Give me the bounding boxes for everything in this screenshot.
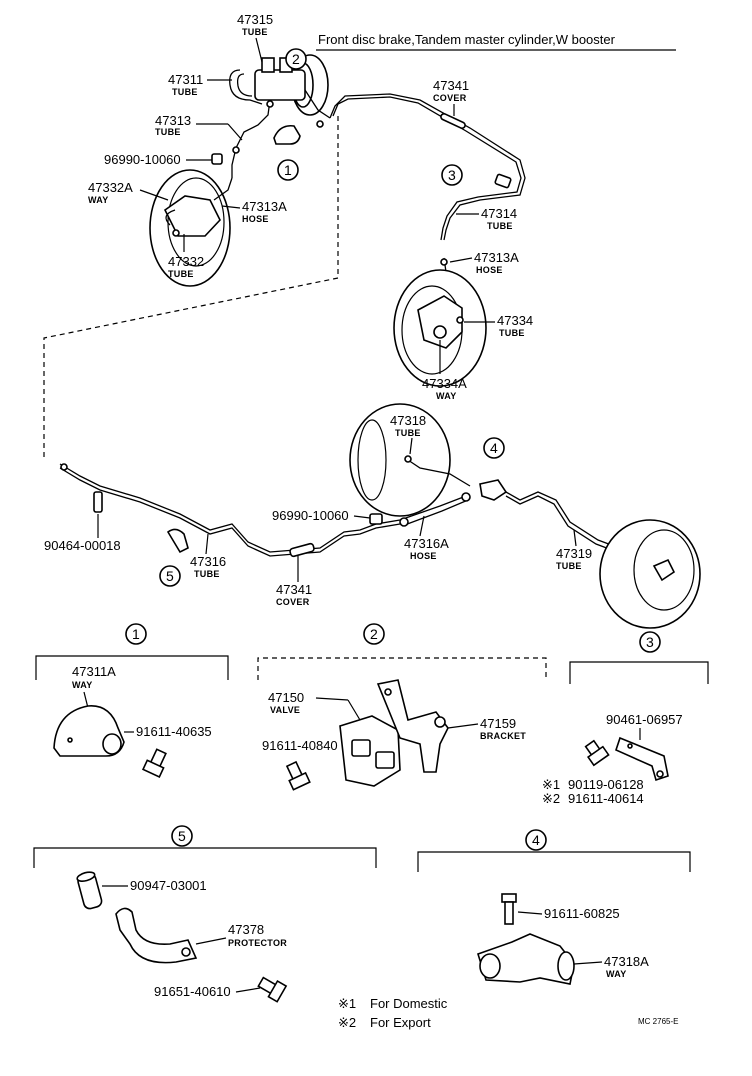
- header: Front disc brake,Tandem master cylinder,…: [316, 32, 676, 51]
- label-96990-10060-top: 96990-10060: [104, 152, 181, 167]
- label-47378: 47378: [228, 922, 264, 937]
- bracket-small-top: [494, 173, 512, 189]
- label-47341-lower: 47341: [276, 582, 312, 597]
- label-47319: 47319: [556, 546, 592, 561]
- svg-text:1: 1: [132, 626, 140, 642]
- svg-text:TUBE: TUBE: [487, 221, 513, 231]
- label-47313A-right: 47313A: [474, 250, 519, 265]
- header-title: Front disc brake,Tandem master cylinder,…: [318, 32, 616, 47]
- label-47311A: 47311A: [72, 664, 116, 679]
- legend-mark-1: ※1: [338, 996, 356, 1011]
- svg-text:COVER: COVER: [433, 93, 467, 103]
- label-91651-40610: 91651-40610: [154, 984, 231, 999]
- detail-section-4: 4 91611-60825 47318A WAY: [417, 829, 691, 985]
- label-47316A: 47316A: [404, 536, 449, 551]
- svg-text:HOSE: HOSE: [476, 265, 503, 275]
- svg-text:※2: ※2: [542, 791, 560, 806]
- svg-text:TUBE: TUBE: [395, 428, 421, 438]
- label-90461-06957: 90461-06957: [606, 712, 683, 727]
- label-90947-03001: 90947-03001: [130, 878, 207, 893]
- label-91611-60825: 91611-60825: [544, 906, 620, 921]
- label-47334A: 47334A: [422, 376, 467, 391]
- legend-export: For Export: [370, 1015, 431, 1030]
- left-rear-drum: [349, 403, 471, 517]
- svg-text:VALVE: VALVE: [270, 705, 300, 715]
- label-96990-10060-lower: 96990-10060: [272, 508, 349, 523]
- legend-domestic: For Domestic: [370, 996, 448, 1011]
- label-47332: 47332: [168, 254, 204, 269]
- svg-text:4: 4: [532, 832, 540, 848]
- label-90464-00018: 90464-00018: [44, 538, 121, 553]
- label-47332A: 47332A: [88, 180, 133, 195]
- svg-text:TUBE: TUBE: [194, 569, 220, 579]
- svg-text:TUBE: TUBE: [242, 27, 268, 37]
- right-front-disc: [393, 257, 487, 387]
- svg-text:TUBE: TUBE: [155, 127, 181, 137]
- label-47316: 47316: [190, 554, 226, 569]
- svg-text:※1: ※1: [542, 777, 560, 792]
- left-front-disc: [149, 169, 233, 287]
- svg-text:BRACKET: BRACKET: [480, 731, 526, 741]
- label-47318: 47318: [390, 413, 426, 428]
- svg-text:WAY: WAY: [436, 391, 457, 401]
- label-91611-40635: 91611-40635: [136, 724, 212, 739]
- svg-text:1: 1: [284, 162, 292, 178]
- label-47311: 47311: [168, 72, 203, 87]
- master-cylinder-assembly: [229, 54, 331, 178]
- rear-brake-line: [59, 463, 631, 558]
- label-47314: 47314: [481, 206, 517, 221]
- label-91611-40840: 91611-40840: [262, 738, 338, 753]
- label-47313: 47313: [155, 113, 191, 128]
- svg-text:2: 2: [370, 626, 378, 642]
- brake-line-main-top: [329, 93, 526, 241]
- dashed-routing-line: [43, 116, 339, 460]
- label-90119-06128: 90119-06128: [568, 777, 644, 792]
- svg-text:3: 3: [448, 167, 456, 183]
- svg-text:TUBE: TUBE: [172, 87, 198, 97]
- svg-text:WAY: WAY: [88, 195, 109, 205]
- label-91611-40614: 91611-40614: [568, 791, 644, 806]
- right-rear-drum: [599, 519, 701, 629]
- label-47150: 47150: [268, 690, 304, 705]
- diagram-code: MC 2765-E: [638, 1017, 678, 1026]
- svg-text:TUBE: TUBE: [168, 269, 194, 279]
- svg-text:4: 4: [490, 440, 498, 456]
- detail-section-5: 5 90947-03001 47378 PROTECTOR 91651-4061…: [33, 825, 377, 1003]
- svg-text:5: 5: [178, 828, 186, 844]
- detail-section-1: 1 47311A WAY 91611-40635: [35, 623, 229, 779]
- label-47313A-left: 47313A: [242, 199, 287, 214]
- label-47315: 47315: [237, 12, 273, 27]
- svg-text:2: 2: [292, 51, 300, 67]
- way-fitting-top: [273, 124, 301, 145]
- svg-text:HOSE: HOSE: [242, 214, 269, 224]
- svg-text:5: 5: [166, 568, 174, 584]
- legend-mark-2: ※2: [338, 1015, 356, 1030]
- svg-text:3: 3: [646, 634, 654, 650]
- svg-text:WAY: WAY: [606, 969, 627, 979]
- label-47334: 47334: [497, 313, 533, 328]
- detail-section-3: 90461-06957 90119-06128 ※1 91611-40614 ※…: [542, 661, 709, 806]
- detail-section-2: 2 47150 VALVE 47159 BRACKET 91611-40840: [257, 623, 547, 791]
- svg-text:TUBE: TUBE: [499, 328, 525, 338]
- cover-top: [440, 112, 466, 130]
- protector-47378-shape: [115, 907, 198, 964]
- circle-markers-main: 2 1 3 4 5 3: [159, 48, 661, 653]
- label-47341-top: 47341: [433, 78, 469, 93]
- svg-text:WAY: WAY: [72, 680, 93, 690]
- label-47159: 47159: [480, 716, 516, 731]
- svg-text:COVER: COVER: [276, 597, 310, 607]
- svg-text:HOSE: HOSE: [410, 551, 437, 561]
- part-labels-main: 47315 TUBE 47311 TUBE 47313 TUBE 96990-1…: [44, 12, 592, 607]
- legend: ※1 For Domestic ※2 For Export: [338, 996, 448, 1030]
- bracket-47159-shape: [376, 679, 449, 773]
- label-47318A: 47318A: [604, 954, 649, 969]
- svg-text:PROTECTOR: PROTECTOR: [228, 938, 287, 948]
- svg-text:TUBE: TUBE: [556, 561, 582, 571]
